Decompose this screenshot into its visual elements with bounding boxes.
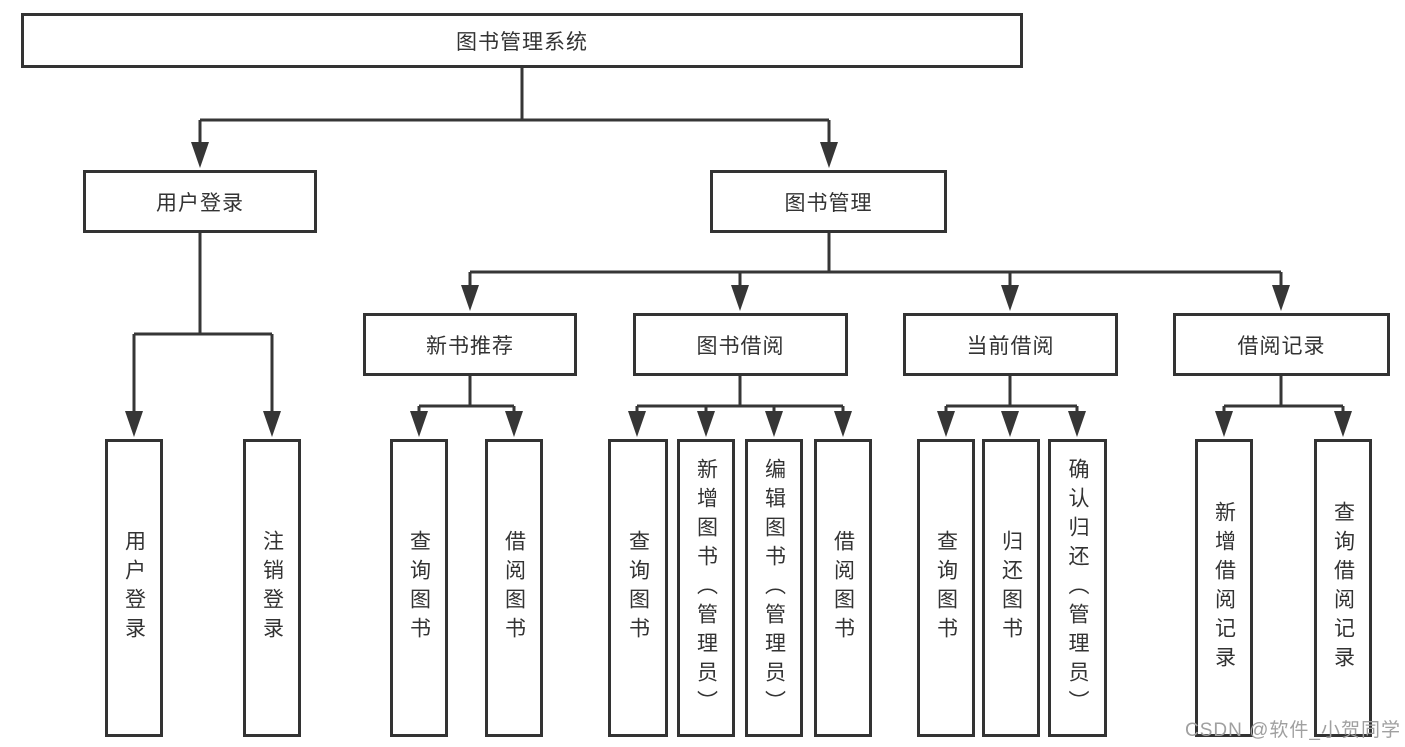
connector-user-login-branch [125,233,281,437]
leaf-query-books-borrow-label: 查询图书 [626,530,650,646]
leaf-edit-books-admin-label: 编辑图书（管理员） [762,457,786,719]
leaf-query-books-recommend-label: 查询图书 [407,530,431,646]
leaf-logout: 注销登录 [243,439,301,737]
leaf-add-books-admin: 新增图书（管理员） [677,439,735,737]
node-user-login: 用户登录 [83,170,317,233]
leaf-query-borrow-record-label: 查询借阅记录 [1331,501,1355,675]
node-book-borrow: 图书借阅 [633,313,848,376]
connector-current-borrow-branch [937,376,1086,437]
leaf-return-books: 归还图书 [982,439,1040,737]
node-current-borrow-label: 当前借阅 [966,334,1055,358]
leaf-query-books-current-label: 查询图书 [934,530,958,646]
node-new-book-recommend: 新书推荐 [363,313,577,376]
leaf-query-books-recommend: 查询图书 [390,439,448,737]
leaf-query-books-borrow: 查询图书 [608,439,668,737]
connector-new-book-recommend-branch [410,376,523,437]
node-book-borrow-label: 图书借阅 [696,334,785,358]
node-root: 图书管理系统 [21,13,1023,68]
leaf-borrow-books-label: 借阅图书 [831,530,855,646]
leaf-add-borrow-record-label: 新增借阅记录 [1212,501,1236,675]
leaf-borrow-books-recommend: 借阅图书 [485,439,543,737]
connector-root-to-level2 [191,68,838,168]
node-borrow-records-label: 借阅记录 [1237,334,1326,358]
csdn-watermark: CSDN @软件_小贺同学 [1185,720,1401,741]
node-user-login-label: 用户登录 [156,191,244,215]
node-borrow-records: 借阅记录 [1173,313,1390,376]
leaf-add-borrow-record: 新增借阅记录 [1195,439,1253,737]
leaf-borrow-books: 借阅图书 [814,439,872,737]
leaf-logout-label: 注销登录 [260,530,284,646]
connector-borrow-records-branch [1215,376,1352,437]
node-new-book-recommend-label: 新书推荐 [426,334,514,358]
node-current-borrow: 当前借阅 [903,313,1118,376]
leaf-query-books-current: 查询图书 [917,439,975,737]
leaf-confirm-return-admin: 确认归还（管理员） [1048,439,1107,737]
leaf-add-books-admin-label: 新增图书（管理员） [694,457,718,719]
node-book-management-label: 图书管理 [784,191,873,215]
leaf-user-login-label: 用户登录 [122,530,146,646]
leaf-return-books-label: 归还图书 [999,530,1023,646]
leaf-confirm-return-admin-label: 确认归还（管理员） [1066,457,1089,719]
leaf-edit-books-admin: 编辑图书（管理员） [745,439,803,737]
node-root-label: 图书管理系统 [456,30,588,54]
leaf-borrow-books-recommend-label: 借阅图书 [502,530,526,646]
connector-book-borrow-branch [628,376,852,437]
node-book-management: 图书管理 [710,170,947,233]
leaf-user-login: 用户登录 [105,439,163,737]
leaf-query-borrow-record: 查询借阅记录 [1314,439,1372,737]
connector-book-management-to-level3 [461,233,1290,311]
